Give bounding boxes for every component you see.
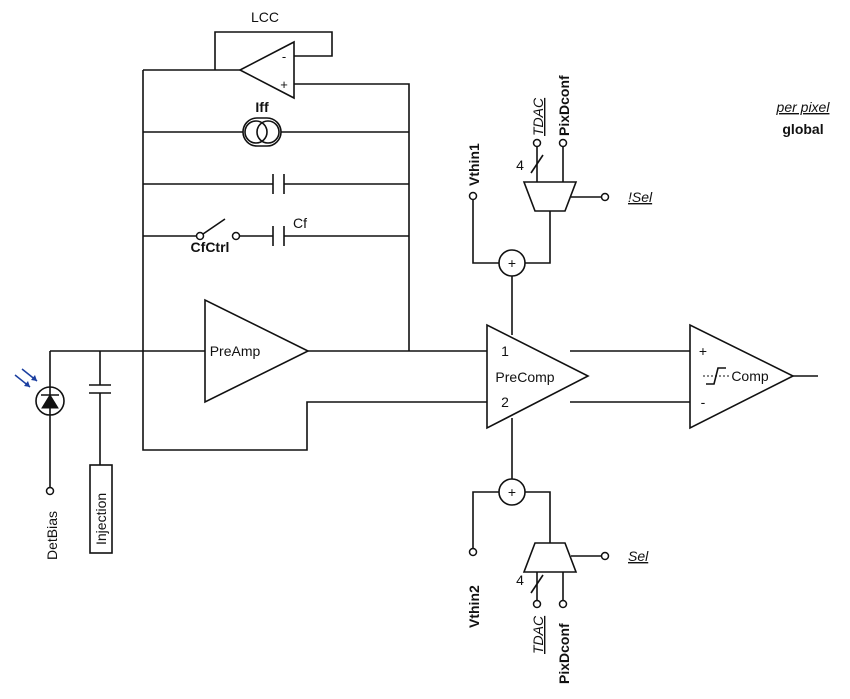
detbias-pin xyxy=(45,486,55,496)
comp-minus-sign: - xyxy=(701,394,706,410)
lcc-label: LCC xyxy=(251,9,279,25)
switch-blade xyxy=(202,218,226,235)
lcc-amplifier: - + LCC xyxy=(238,9,295,100)
iff-current-source: Iff xyxy=(242,99,282,147)
sel-pin xyxy=(600,551,610,561)
mux-top xyxy=(522,181,578,212)
vthin1-label: Vthin1 xyxy=(466,143,482,186)
comp-triangle xyxy=(689,323,795,430)
legend-global: global xyxy=(782,121,823,137)
tdac-bottom-label: TDAC xyxy=(530,615,546,654)
feedback-network xyxy=(142,31,487,451)
tdac-top-label: TDAC xyxy=(530,97,546,136)
injection-box xyxy=(89,464,113,554)
legend-per-pixel: per pixel xyxy=(776,99,831,115)
iff-label: Iff xyxy=(255,99,269,115)
lcc-feedback-wire xyxy=(214,31,333,70)
input-section: DetBias Injection xyxy=(14,350,205,560)
preamp-triangle xyxy=(204,298,310,404)
mux-top-output-wire xyxy=(525,211,551,264)
iff-circle-right xyxy=(256,120,280,144)
comp-label: Comp xyxy=(731,368,769,384)
bus-width-bottom: 4 xyxy=(516,572,524,588)
nsel-label: !Sel xyxy=(628,189,653,205)
detbias-label: DetBias xyxy=(44,511,60,560)
vthin1-wire xyxy=(472,199,499,264)
mux-bottom xyxy=(522,542,578,573)
cf-capacitor-switch: CfCtrl Cf xyxy=(191,215,308,255)
right-bus-wire xyxy=(294,83,410,351)
tdac-bottom-pin xyxy=(532,599,542,609)
precomp-triangle xyxy=(486,323,590,430)
comparator: + - Comp xyxy=(689,323,818,430)
cf-label: Cf xyxy=(293,215,307,231)
lcc-plus-sign: + xyxy=(280,77,288,92)
bus-width-top: 4 xyxy=(516,157,524,173)
lcc-triangle xyxy=(238,40,295,100)
pixdconf-bottom-label: PixDconf xyxy=(556,623,572,684)
light-arrows-icon xyxy=(14,368,38,388)
precomp-input-2: 2 xyxy=(501,394,509,410)
preamp-label: PreAmp xyxy=(210,343,261,359)
bottom-threshold-block: + Vthin2 4 TDAC PixDconf Sel xyxy=(466,478,649,684)
top-threshold-block: + Vthin1 4 TDAC PixDconf !Sel xyxy=(466,75,653,277)
injection-label: Injection xyxy=(93,493,109,545)
legend: per pixel global xyxy=(776,99,831,137)
pixdconf-top-label: PixDconf xyxy=(556,75,572,136)
pixdconf-bottom-pin xyxy=(558,599,568,609)
iff-body xyxy=(242,117,282,147)
mux-bottom-output-wire xyxy=(525,491,551,543)
switch-contact-left xyxy=(195,231,205,241)
bus-slash-bottom xyxy=(530,574,544,594)
summer-bottom-plus: + xyxy=(508,484,516,500)
precomp-label: PreComp xyxy=(495,369,554,385)
cfctrl-label: CfCtrl xyxy=(191,239,230,255)
vthin2-wire xyxy=(472,491,499,549)
vthin1-pin xyxy=(468,191,478,201)
switch-contact-right xyxy=(231,231,241,241)
lcc-minus-sign: - xyxy=(282,49,286,64)
sel-label: Sel xyxy=(628,548,649,564)
bus-slash-top xyxy=(530,154,544,174)
vthin2-pin xyxy=(468,547,478,557)
iff-circle-left xyxy=(244,120,268,144)
vthin2-label: Vthin2 xyxy=(466,585,482,628)
tdac-top-pin xyxy=(532,138,542,148)
comp-plus-sign: + xyxy=(699,343,707,359)
nsel-pin xyxy=(600,192,610,202)
left-bus-wire xyxy=(142,70,487,451)
precomp: PreComp 1 2 xyxy=(486,276,690,479)
preamp: PreAmp xyxy=(204,298,487,404)
precomp-input-1: 1 xyxy=(501,343,509,359)
summer-top-plus: + xyxy=(508,255,516,271)
feedback-capacitor xyxy=(272,174,285,194)
pixdconf-top-pin xyxy=(558,138,568,148)
photodiode-triangle xyxy=(41,394,59,409)
